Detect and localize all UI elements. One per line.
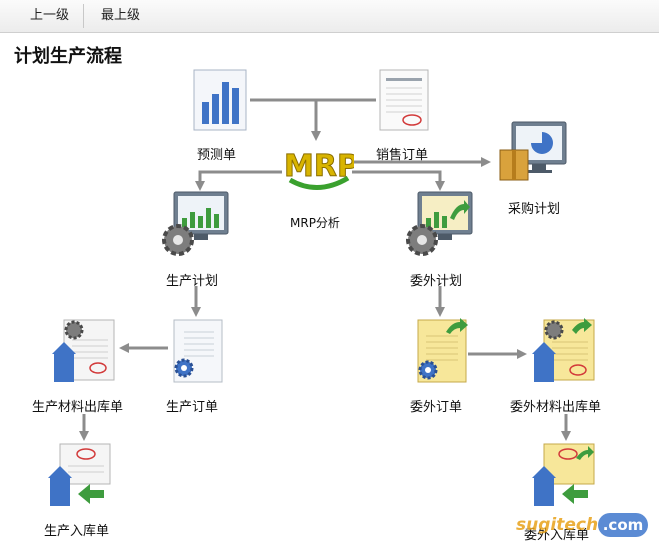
production-plan-label: 生产计划: [166, 274, 219, 289]
monitor-with-box-icon: [499, 121, 567, 181]
bar-chart-document-icon: [193, 69, 247, 131]
production-order-node[interactable]: [170, 318, 226, 384]
arrow-mrp-to-outsource-plan: [352, 170, 445, 191]
production-receipt-node[interactable]: [46, 442, 112, 508]
yellow-document-with-gear-icon: [417, 318, 468, 383]
mrp-logo-icon: MRP: [284, 149, 359, 191]
forecast-label: 预测单: [197, 148, 237, 163]
purchase-plan-node[interactable]: [498, 120, 568, 186]
purchase-plan-label: 采购计划: [508, 202, 561, 217]
warehouse-inbound-yellow-icon: [532, 443, 595, 506]
outsource-material-issue-label: 委外材料出库单: [510, 400, 602, 415]
top-level-button[interactable]: 最上级: [101, 8, 141, 23]
sales-order-node[interactable]: [376, 68, 432, 132]
watermark-domain: .com: [598, 513, 648, 537]
back-button[interactable]: 上一级: [30, 8, 70, 23]
production-receipt-label: 生产入库单: [44, 524, 110, 539]
document-with-gear-icon: [173, 319, 223, 383]
warehouse-document-icon: [52, 319, 115, 382]
document-with-stamp-icon: [379, 69, 429, 131]
outsource-plan-node[interactable]: [404, 190, 474, 258]
monitor-with-gear-icon: [162, 191, 229, 256]
page-title: 计划生产流程: [14, 46, 122, 67]
toolbar-divider: [83, 4, 84, 28]
warehouse-yellow-document-icon: [532, 318, 595, 382]
warehouse-inbound-icon: [48, 443, 111, 506]
mrp-node[interactable]: MRP: [282, 138, 359, 196]
mrp-label: MRP分析: [290, 216, 340, 230]
outsource-plan-label: 委外计划: [410, 274, 463, 289]
outsource-order-node[interactable]: [414, 318, 470, 384]
outsource-material-issue-node[interactable]: [530, 318, 596, 384]
arrow-mrp-to-production-plan: [195, 170, 282, 191]
outsource-receipt-label: 委外入库单: [524, 528, 590, 543]
forecast-node[interactable]: [190, 68, 250, 132]
outsource-receipt-node[interactable]: [530, 442, 596, 508]
outsource-order-label: 委外订单: [410, 400, 463, 415]
production-plan-node[interactable]: [160, 190, 230, 258]
sales-order-label: 销售订单: [376, 148, 429, 163]
monitor-with-gear-icon: [406, 191, 473, 256]
watermark-logo: sugitech .com: [516, 513, 650, 539]
watermark-text: sugitech: [516, 515, 599, 535]
svg-text:MRP: MRP: [284, 149, 354, 184]
material-issue-label: 生产材料出库单: [32, 400, 124, 415]
material-issue-node[interactable]: [50, 318, 116, 384]
toolbar: 上一级 最上级: [0, 0, 659, 33]
production-order-label: 生产订单: [166, 400, 219, 415]
